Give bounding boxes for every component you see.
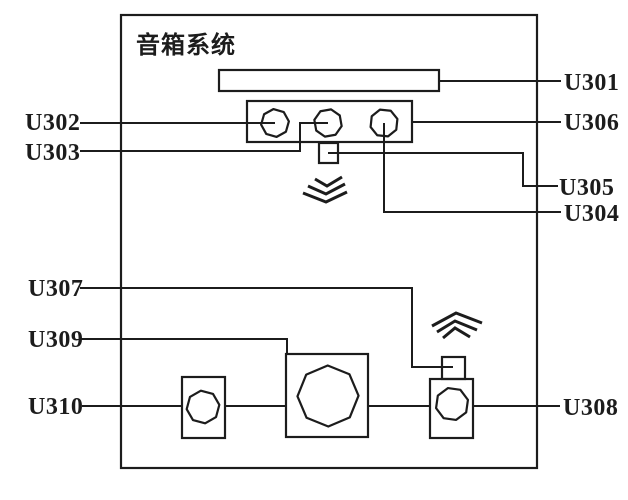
component-u301-bar: [217, 68, 441, 93]
label-u302: U302: [25, 110, 80, 136]
signal-wave: [307, 182, 346, 196]
label-u310: U310: [28, 394, 83, 420]
driver-cone-right: [434, 386, 470, 422]
wire-u303: [80, 122, 328, 152]
wire-u304: [383, 123, 561, 213]
label-u303: U303: [25, 140, 80, 166]
driver-box-left: [180, 375, 227, 440]
knob-left: [260, 108, 290, 138]
signal-waves-down-icon: [302, 175, 348, 204]
driver-cone-left: [185, 389, 221, 425]
driver-box-center: [284, 352, 370, 439]
label-u306: U306: [564, 110, 619, 136]
signal-wave: [442, 326, 471, 340]
label-u307: U307: [28, 276, 83, 302]
signal-waves-up-icon: [431, 311, 483, 340]
signal-wave: [436, 319, 478, 334]
driver-cone-center: [296, 364, 360, 428]
signal-wave: [302, 190, 348, 204]
diagram-title: 音箱系统: [136, 31, 236, 59]
label-u305: U305: [559, 175, 614, 201]
label-u308: U308: [563, 395, 618, 421]
signal-wave: [314, 175, 343, 188]
label-u309: U309: [28, 327, 83, 353]
system-boundary-box: [119, 13, 539, 470]
wire-u307: [80, 287, 453, 368]
knob-middle: [313, 108, 343, 138]
wire-u305: [328, 152, 558, 187]
label-u304: U304: [564, 201, 619, 227]
label-u301: U301: [564, 70, 619, 96]
signal-wave: [431, 311, 483, 328]
wire-u309: [81, 338, 288, 355]
